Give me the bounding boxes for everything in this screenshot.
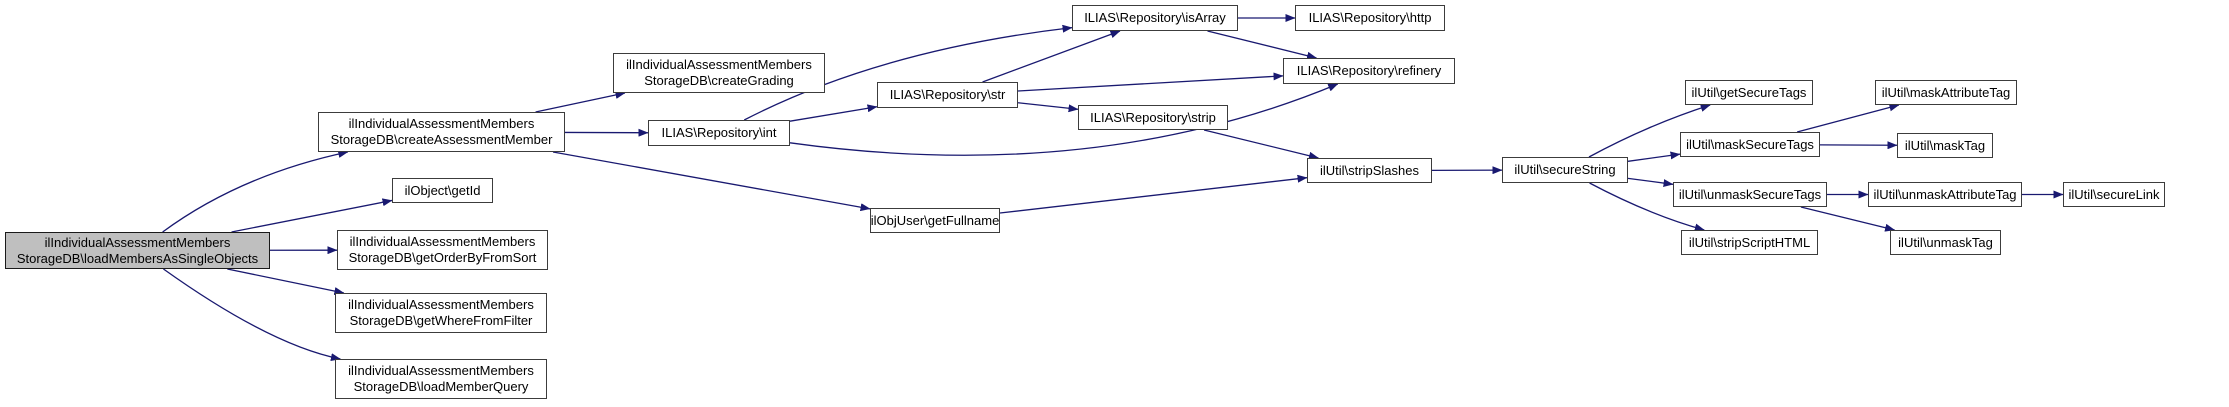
node-unmaskAttributeTag[interactable]: ilUtil\unmaskAttributeTag (1868, 182, 2022, 207)
node-label: ILIAS\Repository\isArray (1084, 10, 1226, 25)
node-label: ilUtil\maskSecureTags (1686, 136, 1814, 152)
edge-strip-to-stripSlashes (1203, 129, 1319, 160)
node-label: ilUtil\maskTag (1904, 137, 1986, 153)
node-label: StorageDB\loadMembersAsSingleObjects (16, 250, 259, 266)
edge-str-to-refinery (1017, 72, 1284, 92)
edge-loadMembersAsSingleObjects-to-createAssessmentMember (162, 150, 349, 233)
node-label: ilIndividualAssessmentMembers (348, 297, 534, 312)
edge-unmaskSecureTags-to-unmaskTag (1800, 206, 1896, 232)
node-maskAttributeTag[interactable]: ilUtil\maskAttributeTag (1875, 80, 2017, 105)
node-label: StorageDB\loadMemberQuery (353, 379, 529, 394)
node-label: ILIAS\Repository\http (1308, 10, 1432, 25)
node-label: ilUtil\unmaskSecureTags (1678, 186, 1822, 202)
node-refinery[interactable]: ILIAS\Repository\refinery (1283, 58, 1455, 84)
node-label: ILIAS\Repository\refinery (1296, 63, 1442, 78)
node-label: ilIndividualAssessmentMembers (626, 57, 812, 72)
node-str[interactable]: ILIAS\Repository\str (877, 82, 1018, 108)
node-label: ILIAS\Repository\str (889, 87, 1006, 102)
node-label: StorageDB\createAssessmentMember (330, 132, 553, 147)
node-label: ilUtil\unmaskAttributeTag (1873, 186, 2017, 202)
edge-loadMembersAsSingleObjects-to-getId (231, 198, 393, 233)
node-label: ilUtil\getSecureTags (1691, 84, 1807, 100)
edge-createAssessmentMember-to-createGrading (535, 91, 626, 113)
edge-int-to-str (789, 104, 878, 122)
edge-secureString-to-maskSecureTags (1627, 151, 1681, 162)
node-strip[interactable]: ILIAS\Repository\strip (1078, 105, 1228, 130)
node-stripScriptHTML[interactable]: ilUtil\stripScriptHTML (1681, 230, 1818, 255)
node-label: ILIAS\Repository\int (661, 125, 777, 140)
node-http[interactable]: ILIAS\Repository\http (1295, 5, 1445, 31)
node-secureString[interactable]: ilUtil\secureString (1502, 157, 1628, 183)
node-label: ilUtil\unmaskTag (1898, 234, 1993, 250)
node-label: ilUtil\maskAttributeTag (1881, 84, 2011, 100)
node-label: StorageDB\getOrderByFromSort (348, 250, 537, 265)
node-label: StorageDB\getWhereFromFilter (349, 313, 533, 328)
node-stripSlashes[interactable]: ilUtil\stripSlashes (1307, 158, 1432, 183)
node-label: ilUtil\secureString (1514, 162, 1616, 177)
edge-maskSecureTags-to-maskAttributeTag (1796, 103, 1900, 133)
edge-secureString-to-unmaskSecureTags (1627, 177, 1674, 188)
node-unmaskTag[interactable]: ilUtil\unmaskTag (1890, 230, 2001, 255)
node-maskSecureTags[interactable]: ilUtil\maskSecureTags (1680, 132, 1820, 157)
edge-int-to-refinery (789, 83, 1339, 156)
edge-loadMembersAsSingleObjects-to-getWhereFromFilter (227, 268, 345, 296)
node-label: ilUtil\stripScriptHTML (1688, 234, 1811, 250)
node-label: ilObject\getId (404, 182, 481, 198)
node-getId[interactable]: ilObject\getId (392, 178, 493, 203)
edge-loadMembersAsSingleObjects-to-loadMemberQuery (163, 268, 341, 362)
node-label: ilObjUser\getFullname (870, 212, 1000, 228)
node-label: ilIndividualAssessmentMembers (44, 234, 231, 250)
edge-str-to-strip (1017, 102, 1079, 113)
node-label: ilIndividualAssessmentMembers (348, 116, 535, 131)
node-label: StorageDB\createGrading (644, 73, 794, 88)
edge-getFullname-to-stripSlashes (999, 174, 1308, 214)
node-isArray[interactable]: ILIAS\Repository\isArray (1072, 5, 1238, 31)
edge-str-to-isArray (982, 30, 1121, 83)
node-label: ilIndividualAssessmentMembers (348, 363, 534, 378)
node-int[interactable]: ILIAS\Repository\int (648, 120, 790, 146)
edge-isArray-to-refinery (1207, 30, 1317, 60)
node-label: ilUtil\stripSlashes (1320, 162, 1419, 178)
node-label: ilUtil\secureLink (2068, 186, 2160, 202)
node-maskTag[interactable]: ilUtil\maskTag (1897, 133, 1993, 158)
edge-createAssessmentMember-to-getFullname (552, 151, 871, 212)
node-secureLink[interactable]: ilUtil\secureLink (2063, 182, 2165, 207)
node-getFullname[interactable]: ilObjUser\getFullname (870, 208, 1000, 233)
node-label: ilIndividualAssessmentMembers (349, 234, 536, 249)
node-label: ILIAS\Repository\strip (1090, 109, 1216, 125)
node-getSecureTags[interactable]: ilUtil\getSecureTags (1685, 80, 1813, 105)
node-unmaskSecureTags[interactable]: ilUtil\unmaskSecureTags (1673, 182, 1827, 207)
